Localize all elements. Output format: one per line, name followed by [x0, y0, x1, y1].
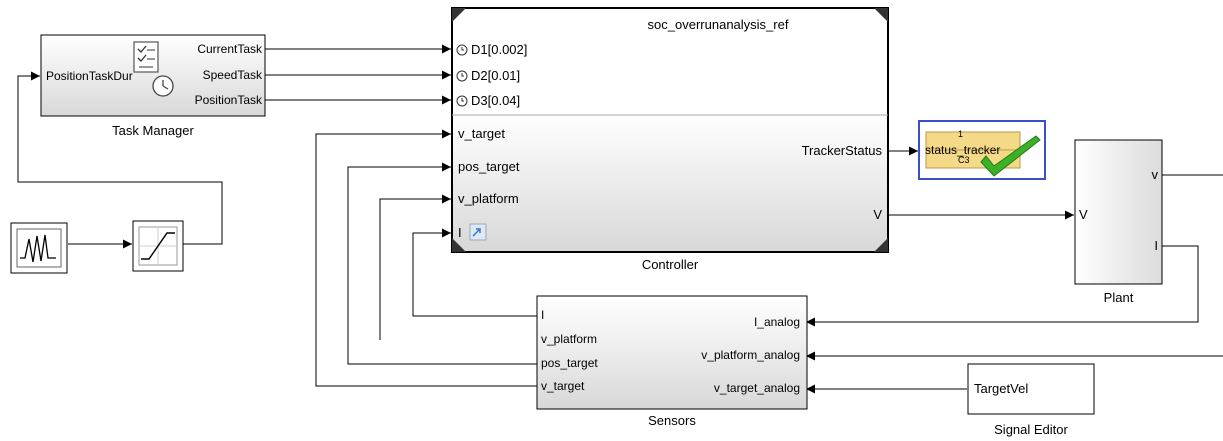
line-plant-i[interactable]: [806, 245, 1199, 327]
sensors-out-current-analog: I_analog: [753, 315, 800, 329]
plant-block[interactable]: [1074, 139, 1163, 285]
event-clock-icon: [456, 44, 468, 107]
subsystem-link-icon: [469, 223, 487, 241]
controller-name: Controller: [641, 257, 699, 272]
task-manager-out-current: CurrentTask: [197, 42, 262, 56]
sensors-in-pos-target: pos_target: [541, 356, 598, 370]
task-manager-in-port: PositionTaskDur: [46, 69, 133, 83]
checkmark-icon: [980, 135, 1041, 177]
line-saturation-out[interactable]: [17, 71, 223, 245]
task-manager-name: Task Manager: [112, 123, 194, 138]
sensors-in-v-platform: v_platform: [541, 332, 598, 346]
sensors-in-v-target: v_target: [541, 379, 585, 393]
controller-in-v-target: v_target: [458, 126, 505, 141]
line-pos-target[interactable]: [347, 162, 537, 365]
task-manager-out-position: PositionTask: [194, 93, 262, 107]
controller-event-d3: D3[0.04]: [471, 93, 521, 108]
sensors-block[interactable]: [536, 295, 808, 410]
controller-event-d2: D2[0.01]: [471, 68, 521, 83]
line-v-target[interactable]: [315, 129, 537, 387]
line-current[interactable]: [412, 228, 537, 317]
signal-editor-block[interactable]: [967, 363, 1095, 415]
plant-out-current: I: [1154, 238, 1158, 253]
signal-lines: [17, 44, 1223, 394]
controller-out-voltage: V: [873, 207, 882, 222]
sensors-in-current: I: [541, 308, 545, 322]
sensors-out-platform-analog: v_platform_analog: [701, 348, 800, 362]
task-manager-out-speed: SpeedTask: [202, 68, 262, 82]
controller-event-d1: D1[0.002]: [471, 42, 528, 57]
task-manager-block[interactable]: [40, 34, 266, 117]
saturation-icon: [138, 226, 178, 266]
controller-block[interactable]: [451, 7, 889, 253]
plant-out-velocity: v: [1151, 167, 1159, 182]
saturation-block[interactable]: [132, 220, 184, 272]
signal-editor-name: Signal Editor: [994, 422, 1068, 437]
signal-source-block[interactable]: [10, 222, 68, 274]
scope-signal-icon: [16, 228, 62, 268]
task-manager-icon: [133, 41, 159, 73]
clock-icon: [152, 75, 174, 97]
controller-in-current: I: [458, 225, 462, 240]
status-tracker-row2: C3: [958, 155, 970, 165]
line-v-platform[interactable]: [379, 194, 451, 340]
controller-in-v-platform: v_platform: [458, 191, 519, 206]
status-tracker-block[interactable]: [918, 120, 1046, 180]
plant-name: Plant: [1103, 290, 1134, 305]
signal-editor-value: TargetVel: [974, 381, 1029, 396]
controller-out-tracker-status: TrackerStatus: [801, 143, 882, 158]
status-tracker-label: status_tracker: [925, 143, 1001, 157]
status-tracker-row1: 1: [958, 129, 964, 139]
plant-in-voltage: V: [1079, 207, 1088, 222]
sensors-name: Sensors: [648, 413, 696, 428]
sensors-out-target-analog: v_target_analog: [713, 381, 800, 395]
controller-in-pos-target: pos_target: [458, 159, 520, 174]
controller-title: soc_overrunanalysis_ref: [647, 17, 789, 32]
